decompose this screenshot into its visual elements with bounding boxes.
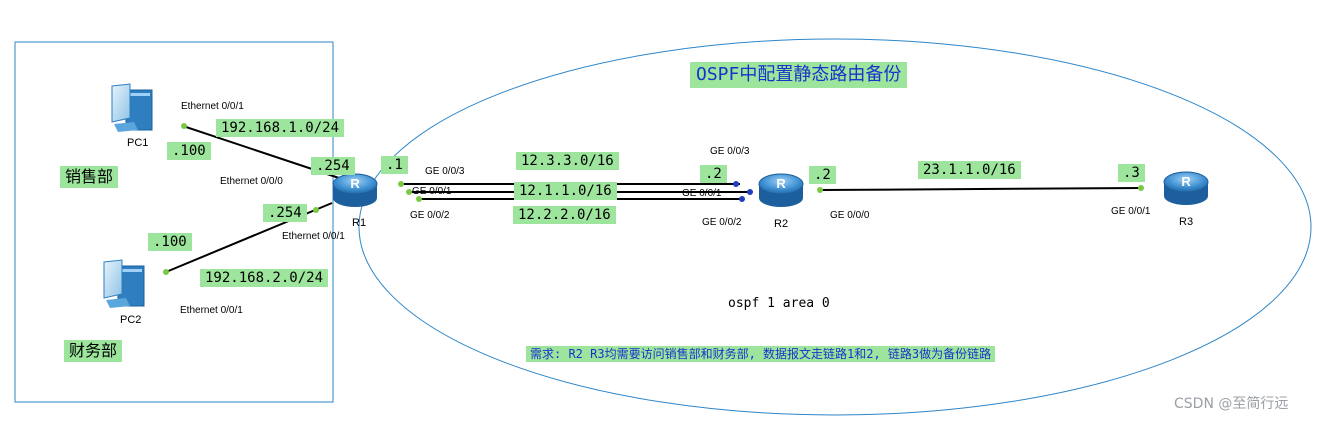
addr-r1-links: .1 [381, 156, 408, 174]
if-r2-ge000-label: GE 0/0/0 [830, 210, 870, 221]
if-r3-ge001-label: GE 0/0/1 [1111, 206, 1151, 217]
diagram-title: OSPF中配置静态路由备份 [690, 62, 908, 88]
if-r2-ge002-label: GE 0/0/2 [702, 217, 742, 228]
addr-r1-pc1: .254 [311, 157, 355, 175]
if-r2-ge003-label: GE 0/0/3 [710, 146, 750, 157]
watermark: CSDN @至简行远 [1174, 396, 1289, 412]
net-pc1-label: 192.168.1.0/24 [216, 119, 345, 137]
pc1-name: PC1 [127, 137, 149, 149]
r2-name: R2 [774, 218, 789, 230]
port-dot-pc1 [181, 123, 187, 129]
port-dot-r1-ge002 [416, 196, 422, 202]
net-link2-label: 12.2.2.0/16 [513, 206, 616, 224]
if-r1-ge001-label: GE 0/0/1 [412, 186, 452, 197]
net-r2-r3-label: 23.1.1.0/16 [918, 161, 1021, 179]
net-link1-label: 12.1.1.0/16 [514, 182, 617, 200]
svg-text:R: R [1181, 174, 1191, 189]
port-dot-r3-ge001 [1138, 185, 1144, 191]
if-r1-e001-label: Ethernet 0/0/1 [282, 231, 345, 242]
svg-text:R: R [350, 176, 360, 191]
if-r1-e000-label: Ethernet 0/0/0 [220, 176, 283, 187]
port-dot-r1-ge003 [398, 181, 404, 187]
pc2-name: PC2 [120, 314, 142, 326]
dept-finance-label: 财务部 [64, 340, 123, 362]
if-pc2-label: Ethernet 0/0/1 [180, 305, 243, 316]
requirement-note: 需求: R2 R3均需要访问销售部和财务部, 数据报文走链路1和2, 链路3做为… [526, 346, 996, 362]
router-r1-icon[interactable]: R [332, 173, 378, 207]
ospf-area-label: ospf 1 area 0 [728, 296, 830, 311]
lan-boundary [14, 41, 334, 403]
r1-name: R1 [352, 217, 367, 229]
if-r1-ge002-label: GE 0/0/2 [410, 210, 450, 221]
if-r2-ge001-label: GE 0/0/1 [682, 188, 722, 199]
addr-pc1: .100 [167, 142, 211, 160]
pc2-icon[interactable] [103, 259, 145, 308]
addr-pc2: .100 [148, 233, 192, 251]
r3-name: R3 [1179, 216, 1194, 228]
addr-r1-pc2: .254 [263, 204, 307, 222]
router-r2-icon[interactable]: R [758, 173, 804, 207]
addr-r2-links: .2 [700, 165, 727, 183]
addr-r3: .3 [1118, 164, 1145, 182]
if-pc1-label: Ethernet 0/0/1 [181, 101, 244, 112]
ospf-area-boundary [358, 38, 1312, 416]
port-dot-r1-ge001 [406, 189, 412, 195]
port-dot-r1-e001 [313, 207, 319, 213]
port-dot-r2-ge002 [739, 196, 745, 202]
port-dot-r2-ge001 [747, 189, 753, 195]
port-dot-r2-ge000 [817, 187, 823, 193]
port-dot-r2-ge003 [733, 181, 739, 187]
link-r2-r3 [819, 187, 1143, 191]
svg-text:R: R [776, 176, 786, 191]
pc1-icon[interactable] [111, 83, 153, 132]
dept-sales-label: 销售部 [60, 166, 119, 188]
net-pc2-label: 192.168.2.0/24 [200, 269, 329, 287]
if-r1-ge003-label: GE 0/0/3 [425, 166, 465, 177]
port-dot-pc2 [163, 269, 169, 275]
net-link3-label: 12.3.3.0/16 [516, 152, 619, 170]
addr-r2-r3: .2 [809, 166, 836, 184]
router-r3-icon[interactable]: R [1163, 171, 1209, 205]
